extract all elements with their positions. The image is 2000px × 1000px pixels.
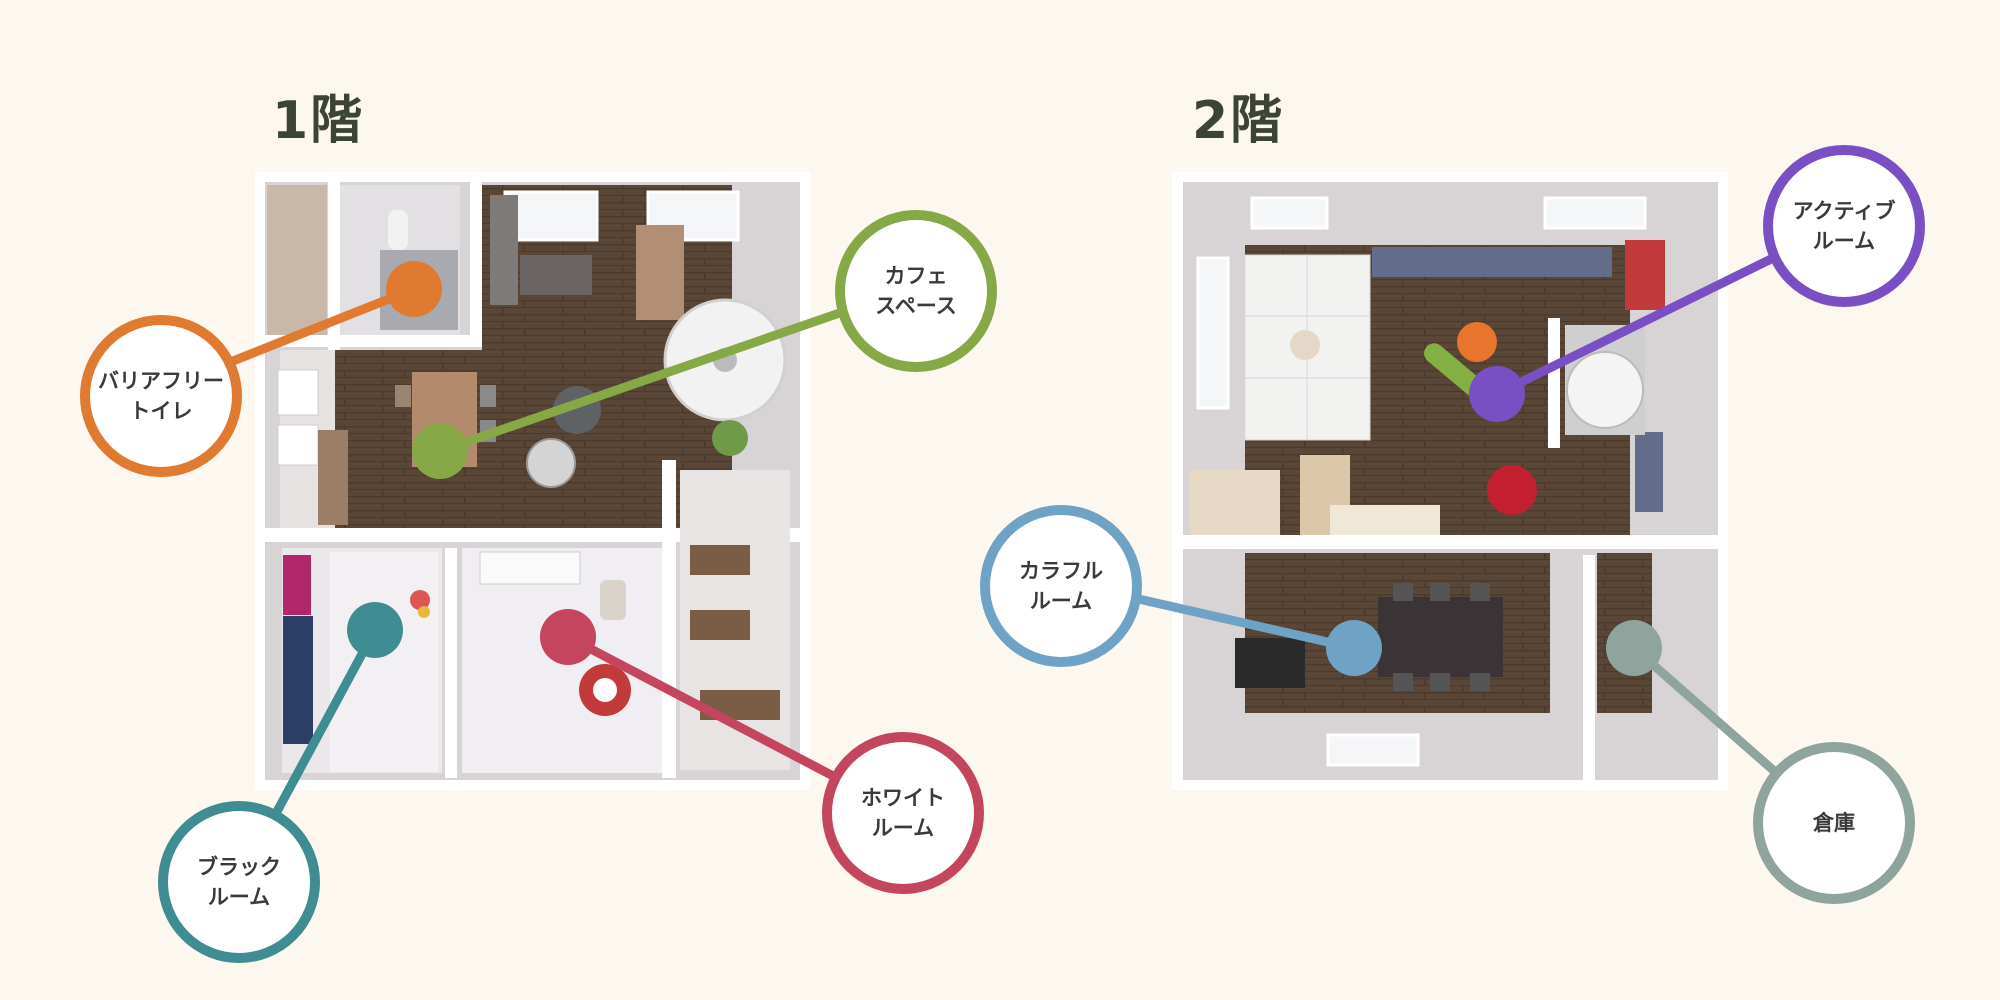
orange-ball <box>1457 322 1497 362</box>
connector-cafe-space <box>438 283 914 456</box>
callout-storage[interactable]: 倉庫 <box>1753 742 1915 904</box>
plant <box>712 420 748 456</box>
callout-label: バリアフリー トイレ <box>98 369 224 423</box>
callout-barrier-free-toilet[interactable]: バリアフリー トイレ <box>80 315 242 477</box>
callout-label: ホワイト ルーム <box>861 786 945 840</box>
floor-2-plan <box>1172 172 1728 790</box>
callout-label: 倉庫 <box>1813 811 1855 835</box>
marker-colorful-room <box>1326 620 1382 676</box>
callout-label: カフェ スペース <box>875 264 957 318</box>
storage-cabinet <box>267 185 327 335</box>
marker-active-room <box>1469 366 1525 422</box>
marker-barrier-free-toilet <box>386 261 442 317</box>
marker-white-room <box>540 609 596 665</box>
floor-2-title: 2階 <box>1192 91 1285 151</box>
callout-black-room[interactable]: ブラック ルーム <box>158 801 320 963</box>
floor-1-title: 1階 <box>272 91 365 151</box>
callout-label: カラフル ルーム <box>1019 559 1103 613</box>
callout-label: アクティブ ルーム <box>1792 199 1896 253</box>
callout-white-room[interactable]: ホワイト ルーム <box>822 732 984 894</box>
marker-storage <box>1606 620 1662 676</box>
sofa <box>1372 247 1612 277</box>
callout-active-room[interactable]: アクティブ ルーム <box>1763 145 1925 307</box>
callout-colorful-room[interactable]: カラフル ルーム <box>980 505 1142 667</box>
callout-label: ブラック ルーム <box>197 855 281 909</box>
marker-cafe-space <box>412 423 468 479</box>
marker-black-room <box>347 602 403 658</box>
red-cushion <box>1487 465 1537 515</box>
callout-cafe-space[interactable]: カフェ スペース <box>835 210 997 372</box>
